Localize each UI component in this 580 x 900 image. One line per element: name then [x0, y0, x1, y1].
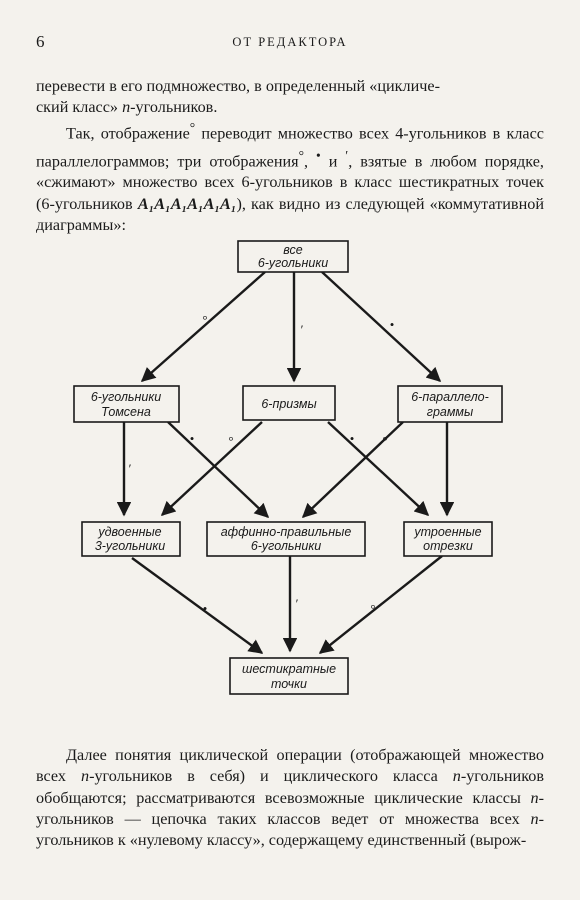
paragraph-1: перевести в его подмножество, в определе… — [36, 76, 544, 119]
para2-sym-dot: • — [316, 147, 321, 163]
node-left-line2: Томсена — [101, 405, 151, 419]
para2-t3: , — [304, 152, 317, 171]
para3-n1: n — [80, 767, 90, 786]
mark-dm-bottom: ′ — [296, 596, 299, 611]
para2-sym-circle-2: ° — [298, 147, 305, 163]
node-dm: аффинно-правильные 6-угольники — [206, 521, 366, 557]
edge-dl-bottom — [131, 557, 264, 654]
node-right-line1: 6-параллело- — [411, 390, 489, 404]
node-bottom-line2: точки — [271, 677, 307, 691]
para3-t3: -угольников обобщаются; рассматриваются … — [36, 767, 544, 807]
edge-top-right — [321, 271, 442, 382]
edge-top-left — [140, 271, 266, 382]
node-bottom: шестикратные точки — [229, 657, 349, 695]
para1-n: n — [122, 98, 131, 117]
para2-t1: Так, отображение — [66, 124, 190, 143]
mark-top-left: ° — [202, 312, 207, 327]
node-left: 6-угольники Томсена — [73, 385, 180, 423]
node-top-line2: 6-угольники — [258, 256, 328, 270]
mark-mid-dl: ° — [228, 433, 233, 448]
para2-t6: ), как видно из следующей «коммутативной… — [36, 194, 544, 234]
mark-left-dm: • — [190, 431, 195, 446]
mark-dr-bottom: ° — [370, 601, 375, 616]
mark-left-dl: ′ — [129, 461, 132, 476]
edge-mid-dl — [160, 421, 263, 516]
para1-line1: перевести в его подмножество, в определе… — [36, 77, 440, 95]
para2-t5: , взятые в любом порядке, «сжимают» множ… — [36, 152, 544, 213]
para2-t4: и — [320, 152, 346, 171]
para3-t1: Далее понятия циклической операции (отоб… — [36, 746, 544, 786]
running-title: ОТ РЕДАКТОРА — [232, 35, 348, 49]
edge-left-dm — [167, 421, 270, 518]
node-dl: удвоенные 3-угольники — [81, 521, 181, 557]
edge-right-dm — [301, 421, 404, 518]
node-bottom-line1: шестикратные — [242, 662, 336, 676]
edge-dr-bottom — [318, 555, 443, 654]
mark-dl-bottom: • — [203, 601, 208, 616]
mark-top-mid: ′ — [301, 322, 304, 337]
para2-hexagon-notation: A₁A₁A₁A₁A₁A₁ — [137, 194, 237, 213]
page-number: 6 — [36, 32, 45, 51]
para3-n4: n — [530, 809, 539, 828]
para3-t2: -угольников в себя) и циклического класс… — [89, 767, 453, 786]
node-mid-label: 6-призмы — [261, 397, 316, 411]
node-dl-line2: 3-угольники — [95, 539, 165, 553]
paragraph-3: Далее понятия циклической операции (отоб… — [36, 745, 544, 851]
node-dm-line1: аффинно-правильные — [221, 525, 352, 539]
edge-mid-dr — [327, 421, 430, 516]
diagram-edges — [116, 271, 455, 654]
mark-top-right: • — [390, 317, 395, 332]
para2-sym-prime: ′ — [345, 147, 349, 163]
node-dl-line1: удвоенные — [97, 525, 161, 539]
para2-sym-circle: ° — [189, 120, 196, 135]
para3-n2: n — [452, 767, 461, 786]
node-mid: 6-призмы — [242, 385, 336, 421]
mark-right-dm: ° — [382, 433, 387, 448]
node-left-line1: 6-угольники — [91, 390, 161, 404]
para3-t4: -угольников — цепочка таких классов веде… — [36, 788, 544, 828]
node-dr-line1: утроенные — [413, 525, 481, 539]
para3-n3: n — [530, 788, 539, 807]
node-dm-line2: 6-угольники — [251, 539, 321, 553]
page-header: 6 ОТ РЕДАКТОРА — [36, 32, 544, 54]
node-right: 6-параллело- граммы — [397, 385, 503, 423]
node-top-line1: все — [283, 243, 303, 257]
node-top: все 6-угольники — [237, 240, 349, 273]
edge-marks: ° ′ • ′ • ° • ° • ′ ° — [129, 312, 395, 616]
para1-line2-post: -угольников. — [130, 98, 218, 117]
para1-line2-pre: ский класс» — [36, 98, 123, 117]
node-right-line2: граммы — [427, 405, 473, 419]
mark-mid-dr: • — [350, 431, 355, 446]
para3-t5: -угольников к «нулевому классу», содержа… — [36, 809, 544, 850]
paragraph-2: Так, отображение° переводит множество вс… — [36, 117, 544, 236]
node-dr: утроенные отрезки — [403, 521, 493, 557]
para2-t2: переводит множество всех 4-уголь­ников в… — [36, 124, 544, 171]
node-dr-line2: отрезки — [423, 539, 473, 553]
